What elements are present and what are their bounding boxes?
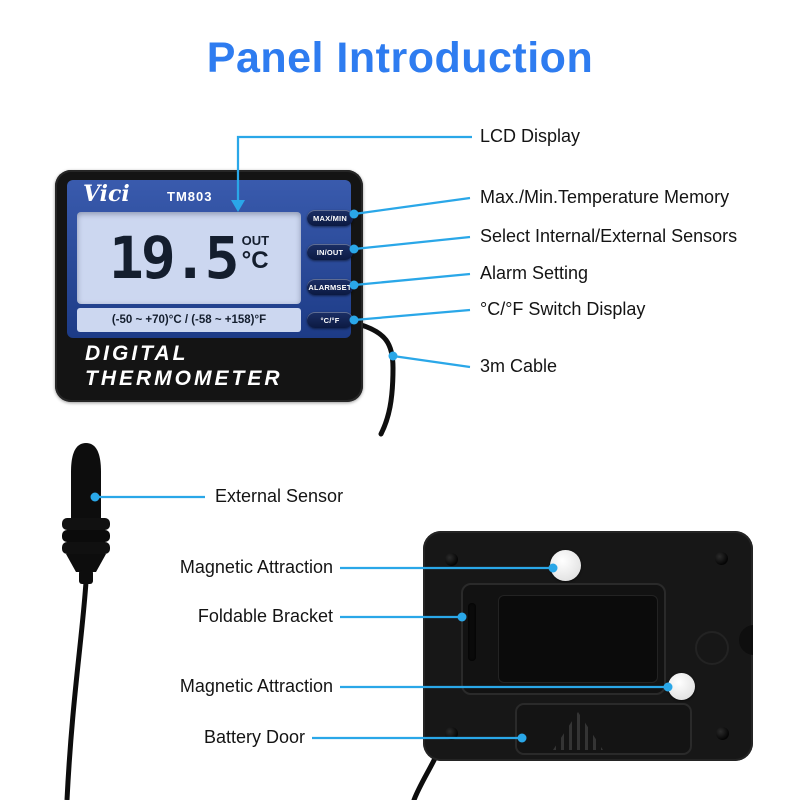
c-f-switch-button: °C/°F	[307, 312, 353, 328]
brand-logo: Vici	[83, 181, 130, 207]
callout-magnet-top: Magnetic Attraction	[179, 557, 333, 577]
callout-lcd-display: LCD Display	[480, 126, 581, 146]
corner-screw	[715, 552, 728, 565]
leader-line-alarm	[353, 272, 471, 287]
alarm-set-button: ALARMSET	[307, 279, 353, 295]
callout-foldable-bracket: Foldable Bracket	[197, 606, 333, 626]
probe-collar-ring	[62, 518, 110, 530]
edge-notch	[739, 625, 753, 655]
probe-collar-ring	[62, 530, 110, 542]
corner-screw	[716, 727, 729, 740]
callout-unit-switch: °C/°F Switch Display	[480, 299, 646, 319]
thermometer-face-panel: Vici TM803 19.5 OUT °C (-50 ~ +70)°C / (…	[67, 180, 353, 338]
leader-line-max-min	[353, 196, 471, 216]
probe-cable	[64, 581, 89, 800]
external-sensor-probe-tip	[71, 443, 101, 522]
alarm-set-button-label: ALARMSET	[308, 282, 352, 292]
leader-line-unit-switch	[353, 308, 471, 322]
magnet-top	[550, 550, 581, 581]
hanging-hole	[695, 631, 729, 665]
leader-dot-external-sensor	[90, 492, 100, 502]
in-out-button-label: IN/OUT	[316, 247, 344, 257]
leader-line-cable	[392, 354, 471, 369]
lcd-display: 19.5 OUT °C	[77, 212, 301, 304]
battery-door	[515, 703, 692, 755]
probe-collar-ring	[62, 542, 110, 554]
magnet-bottom	[668, 673, 695, 700]
max-min-button-label: MAX/MIN	[313, 213, 347, 223]
lcd-out-indicator: OUT	[241, 232, 270, 248]
probe-taper	[66, 554, 106, 572]
thermometer-back-view	[423, 531, 753, 761]
callout-3m-cable: 3m Cable	[480, 356, 558, 376]
in-out-button: IN/OUT	[307, 244, 353, 260]
c-f-switch-button-label: °C/°F	[320, 315, 340, 325]
battery-door-grip-ridges	[553, 712, 603, 750]
lcd-unit-indicator: °C	[241, 246, 269, 274]
thermometer-front-view: Vici TM803 19.5 OUT °C (-50 ~ +70)°C / (…	[55, 170, 363, 402]
max-min-button: MAX/MIN	[307, 210, 353, 226]
callout-battery-door: Battery Door	[203, 727, 305, 747]
corner-screw	[445, 727, 458, 740]
callout-magnet-bottom: Magnetic Attraction	[179, 676, 333, 696]
model-number: TM803	[167, 189, 213, 204]
bracket-slot	[468, 603, 476, 661]
probe-stem	[79, 570, 93, 584]
callout-max-min-memory: Max./Min.Temperature Memory	[480, 187, 730, 207]
page-title: Panel Introduction	[206, 34, 594, 82]
device-name-line2: THERMOMETER	[85, 367, 283, 390]
leader-dot-cable	[388, 351, 398, 361]
callout-sensor-select: Select Internal/External Sensors	[480, 226, 738, 246]
callout-external-sensor: External Sensor	[215, 486, 344, 506]
callout-alarm-setting: Alarm Setting	[480, 263, 589, 283]
lcd-range-label: (-50 ~ +70)°C / (-58 ~ +158)°F	[77, 308, 301, 332]
device-name-line1: DIGITAL	[85, 342, 189, 365]
bracket-recess	[498, 595, 658, 683]
corner-screw	[445, 553, 458, 566]
leader-line-in-out	[353, 235, 471, 251]
front-cable	[355, 321, 396, 437]
lcd-indicator-column: OUT °C	[242, 233, 269, 273]
lcd-temperature-value: 19.5	[108, 224, 240, 292]
